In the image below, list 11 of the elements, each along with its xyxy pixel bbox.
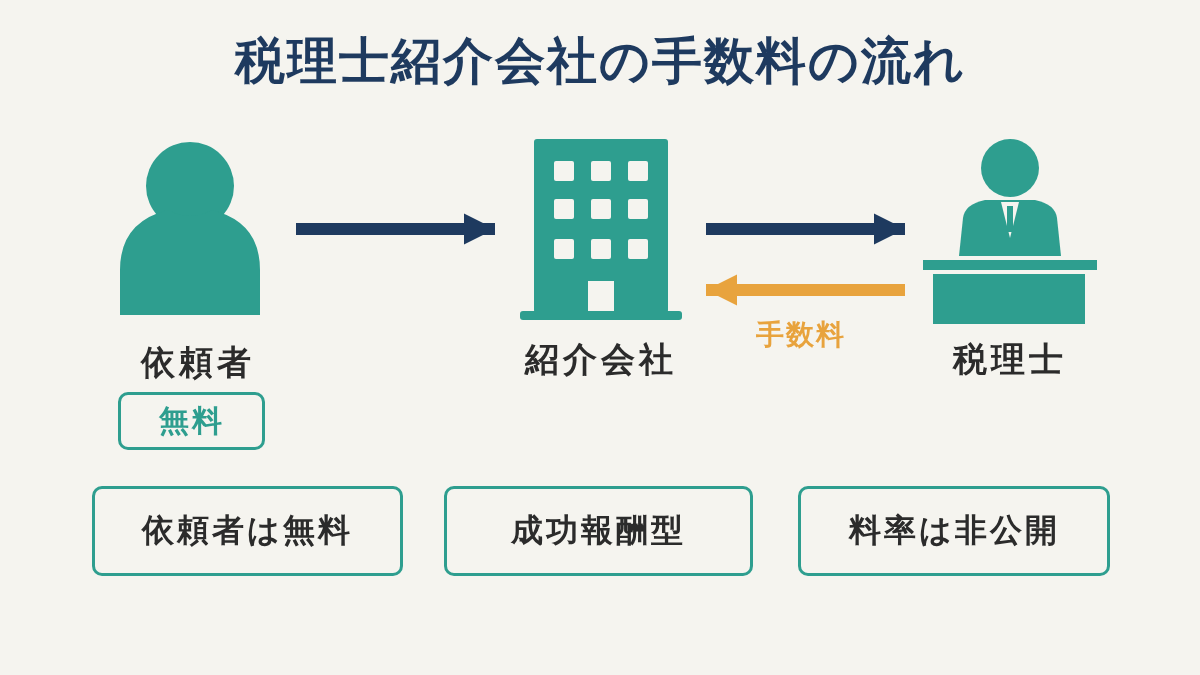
arrow	[706, 213, 905, 245]
arrow	[706, 274, 905, 306]
arrow	[296, 213, 495, 245]
label-box: 成功報酬型	[444, 486, 753, 576]
label-box: 無料	[118, 392, 265, 450]
node-label: 税理士	[951, 338, 1068, 381]
node-label: 紹介会社	[523, 338, 678, 381]
label-box: 料率は非公開	[798, 486, 1110, 576]
label-box: 依頼者は無料	[92, 486, 403, 576]
title: 税理士紹介会社の手数料の流れ	[233, 31, 967, 92]
node-label: 依頼者	[139, 341, 256, 384]
